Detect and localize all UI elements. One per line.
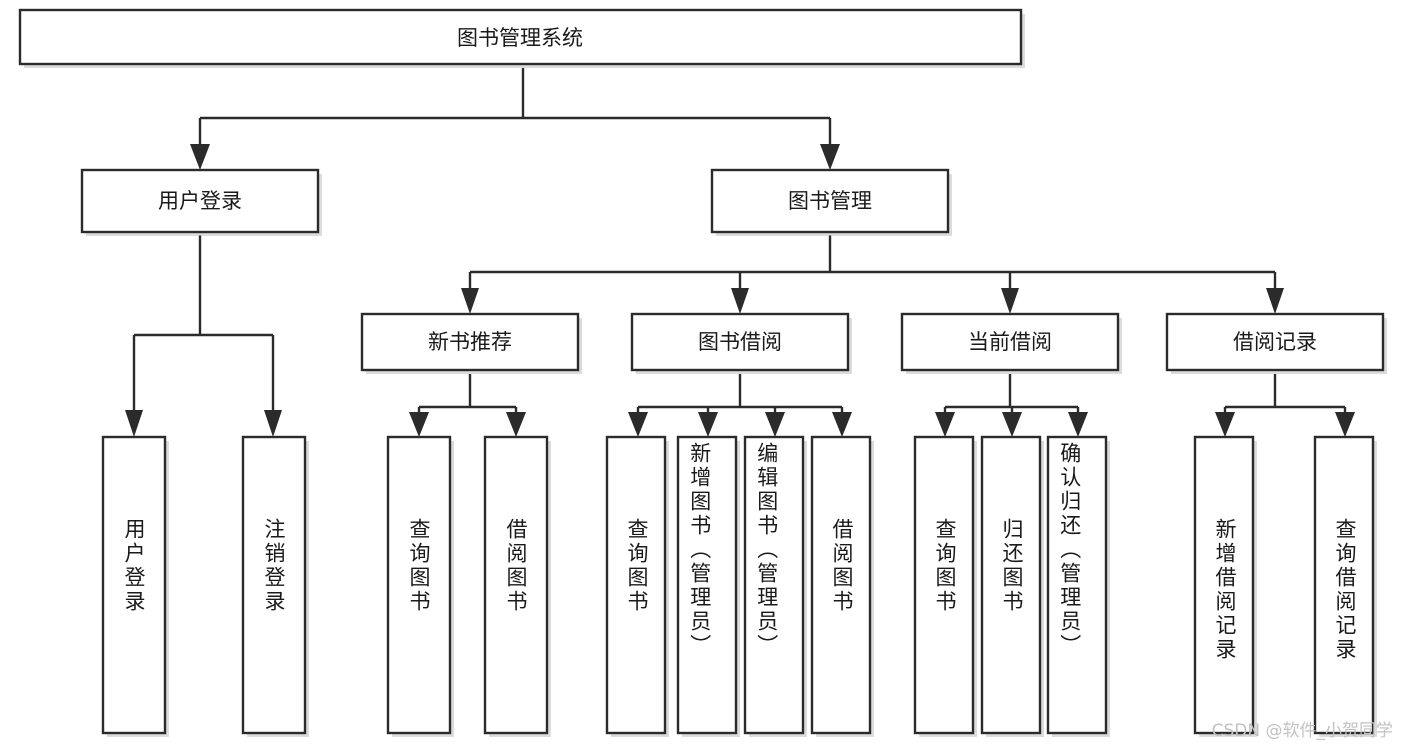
node-new-book-recommend-label: 新书推荐 [428, 330, 512, 354]
node-book-borrow-label: 图书借阅 [698, 330, 782, 354]
node-leaf-add-book[interactable]: 新增图书（管理员） [676, 435, 740, 737]
node-leaf-borrow-book-2-label: 借阅图书 [830, 518, 854, 614]
node-borrow-record-label: 借阅记录 [1233, 330, 1317, 354]
node-leaf-query-book-1-label: 查询图书 [407, 518, 431, 614]
node-root[interactable]: 图书管理系统 [18, 8, 1025, 68]
node-current-borrow[interactable]: 当前借阅 [900, 312, 1122, 374]
node-root-box [18, 8, 1023, 66]
node-book-borrow-box [630, 312, 850, 372]
node-leaf-edit-book[interactable]: 编辑图书（管理员） [743, 435, 807, 737]
arrowhead-leaf-borrow-book-1 [506, 412, 526, 437]
node-leaf-add-book-label: 新增图书（管理员） [688, 442, 712, 658]
arrowhead-leaf-return-book [1002, 412, 1022, 437]
node-leaf-borrow-book-2[interactable]: 借阅图书 [810, 435, 874, 737]
node-leaf-query-book-1-box [386, 435, 452, 735]
node-leaf-borrow-book-1-label: 借阅图书 [504, 518, 528, 614]
node-leaf-query-record[interactable]: 查询借阅记录 [1313, 435, 1377, 737]
arrowhead-leaf-borrow-book-2 [832, 412, 852, 437]
arrowhead-leaf-user-login [125, 410, 143, 437]
node-leaf-query-book-2-label: 查询图书 [625, 518, 649, 614]
node-leaf-user-login-box [101, 435, 167, 735]
node-leaf-edit-book-label: 编辑图书（管理员） [755, 442, 779, 658]
node-book-manage-label: 图书管理 [788, 189, 872, 213]
node-new-book-recommend[interactable]: 新书推荐 [360, 312, 582, 374]
node-leaf-confirm-return-label: 确认归还（管理员） [1058, 442, 1082, 658]
node-user-login-box [80, 168, 320, 234]
node-leaf-query-book-3-label: 查询图书 [933, 518, 957, 614]
node-leaf-borrow-book-1-box [483, 435, 549, 735]
node-borrow-record[interactable]: 借阅记录 [1165, 312, 1387, 374]
arrowhead-leaf-query-record [1335, 412, 1355, 437]
node-borrow-record-box [1165, 312, 1385, 372]
node-leaf-confirm-return[interactable]: 确认归还（管理员） [1046, 435, 1110, 737]
node-leaf-confirm-return-box [1046, 435, 1108, 735]
arrowhead-borrow-record [1266, 288, 1284, 314]
node-book-manage-box [710, 168, 950, 234]
csdn-watermark: CSDN @软件_小贺同学 [1211, 721, 1393, 741]
arrowhead-current-borrow [1001, 288, 1019, 314]
node-leaf-add-record[interactable]: 新增借阅记录 [1193, 435, 1257, 737]
node-user-login[interactable]: 用户登录 [80, 168, 322, 236]
node-book-borrow[interactable]: 图书借阅 [630, 312, 852, 374]
node-leaf-query-book-2[interactable]: 查询图书 [605, 435, 669, 737]
node-leaf-borrow-book-1[interactable]: 借阅图书 [483, 435, 551, 737]
node-leaf-query-book-1[interactable]: 查询图书 [386, 435, 454, 737]
arrowhead-leaf-query-book-2 [628, 412, 648, 437]
arrowhead-leaf-confirm-return [1068, 412, 1088, 437]
node-leaf-user-login-label: 用户登录 [122, 518, 146, 614]
node-leaf-query-book-3[interactable]: 查询图书 [913, 435, 977, 737]
node-root-label: 图书管理系统 [457, 26, 583, 50]
arrowhead-leaf-edit-book [765, 412, 785, 437]
arrowhead-leaf-logout-login [264, 410, 282, 437]
arrowhead-leaf-query-book-1 [409, 412, 429, 437]
node-leaf-return-book[interactable]: 归还图书 [980, 435, 1044, 737]
node-leaf-borrow-book-2-box [810, 435, 872, 735]
arrowhead-book-borrow [731, 288, 749, 314]
node-leaf-user-login[interactable]: 用户登录 [101, 435, 169, 737]
node-leaf-logout-login-label: 注销登录 [262, 518, 286, 614]
node-leaf-return-book-box [980, 435, 1042, 735]
arrowhead-leaf-add-book [698, 412, 718, 437]
node-leaf-query-record-box [1313, 435, 1375, 735]
node-current-borrow-label: 当前借阅 [968, 330, 1052, 354]
node-book-manage[interactable]: 图书管理 [710, 168, 952, 236]
arrowhead-leaf-add-record [1215, 412, 1235, 437]
arrowhead-leaf-query-book-3 [935, 412, 955, 437]
node-leaf-add-record-label: 新增借阅记录 [1213, 518, 1237, 662]
node-leaf-add-record-box [1193, 435, 1255, 735]
node-current-borrow-box [900, 312, 1120, 372]
arrowhead-new-book-recommend [461, 288, 479, 314]
node-leaf-return-book-label: 归还图书 [1000, 518, 1024, 614]
node-leaf-logout-login[interactable]: 注销登录 [241, 435, 309, 737]
node-leaf-query-book-2-box [605, 435, 667, 735]
node-leaf-edit-book-box [743, 435, 805, 735]
node-leaf-query-record-label: 查询借阅记录 [1333, 518, 1357, 662]
arrowhead-book-manage [820, 144, 840, 170]
node-leaf-logout-login-box [241, 435, 307, 735]
node-new-book-recommend-box [360, 312, 580, 372]
node-leaf-query-book-3-box [913, 435, 975, 735]
connector-layer [125, 68, 1355, 437]
node-leaf-add-book-box [676, 435, 738, 735]
node-user-login-label: 用户登录 [158, 189, 242, 213]
arrowhead-user-login [190, 144, 210, 170]
